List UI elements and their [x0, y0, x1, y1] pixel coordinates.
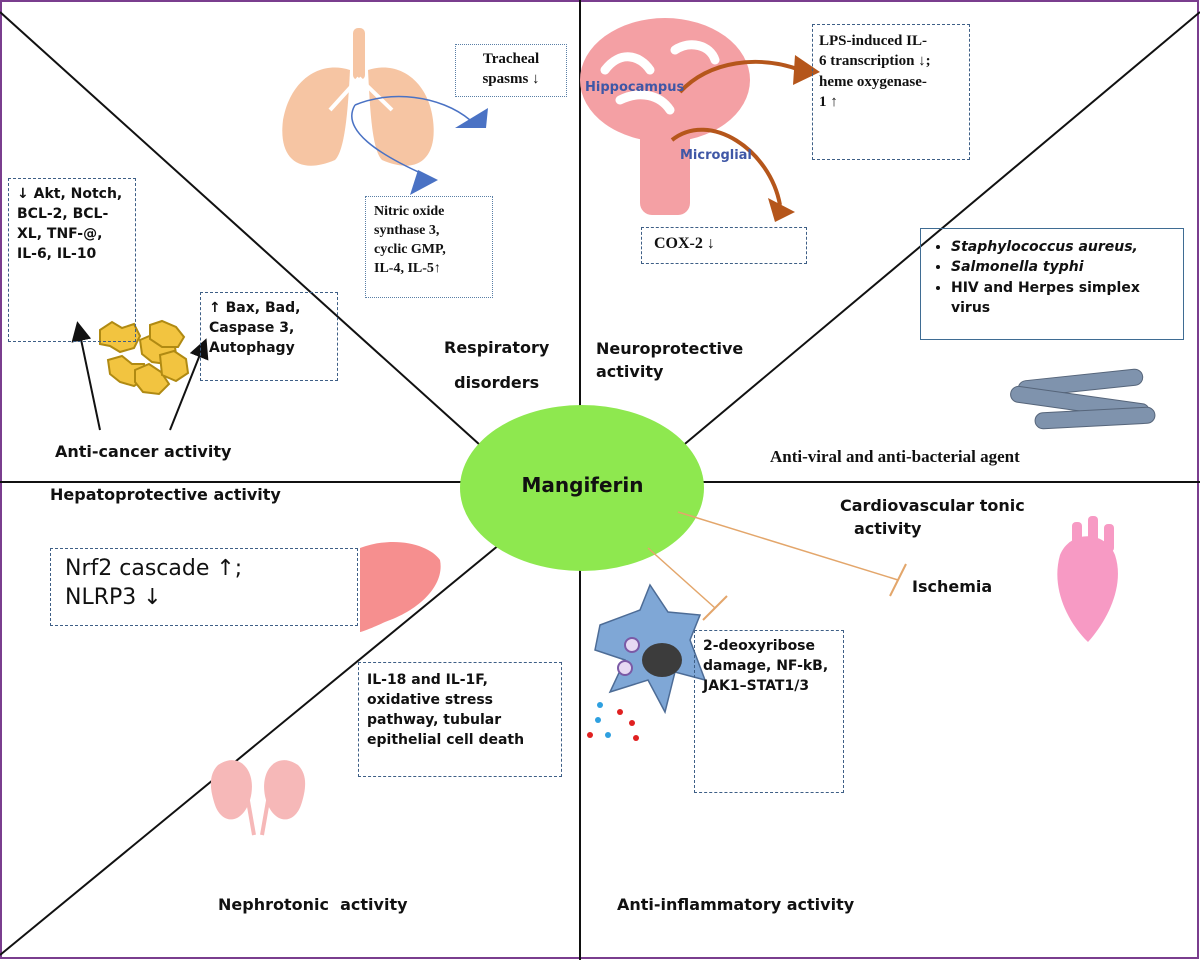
nitric-oxide-box: Nitric oxide synthase 3, cyclic GMP, IL-… — [365, 196, 493, 298]
cytokine-dots — [587, 702, 639, 741]
down-box-line: XL, TNF-@, — [17, 225, 103, 242]
hepatoprotective-box: Nrf2 cascade ↑; NLRP3 ↓ — [50, 548, 358, 626]
nephro-box-line: oxidative stress — [367, 691, 493, 708]
brain-arrow-lower — [670, 127, 782, 206]
nephro-box-line: epithelial cell death — [367, 731, 525, 748]
heart-icon — [1057, 516, 1118, 642]
nephrotonic-box: IL-18 and IL-1F, oxidative stress pathwa… — [358, 662, 562, 777]
bacteria-icon — [1010, 368, 1156, 430]
hepato-box-line: NLRP3 ↓ — [65, 584, 162, 610]
ischemia-label: Ischemia — [912, 577, 993, 596]
inhibit-line-ischemia — [677, 511, 899, 581]
cardiovascular-heading: Cardiovascular tonic activity — [840, 494, 1025, 540]
tracheal-box-line: Tracheal — [482, 51, 540, 67]
anti-cancer-heading: Anti-cancer activity — [55, 442, 232, 461]
lps-box: LPS-induced IL- 6 transcription ↓; heme … — [812, 24, 970, 160]
inflam-box-line: JAK1–STAT1/3 — [703, 677, 810, 694]
antiviral-box: Staphylococcus aureus, Salmonella typhi … — [920, 228, 1184, 340]
cancer-arrow-right — [169, 338, 209, 431]
neuroprotective-heading: Neuroprotective activity — [596, 337, 743, 383]
lps-box-line: 1 ↑ — [819, 93, 838, 110]
neuroprotective-heading-line: Neuroprotective — [596, 339, 744, 358]
tracheal-box: Tracheal spasms ↓ — [455, 44, 567, 97]
tracheal-box-line: spasms ↓ — [482, 71, 540, 88]
cancer-arrow-left — [71, 321, 101, 431]
lps-box-line: LPS-induced IL- — [819, 33, 927, 49]
respiratory-arrowhead-down — [410, 170, 438, 195]
anti-inflammatory-heading: Anti-inflammatory activity — [617, 895, 855, 914]
antiviral-heading: Anti-viral and anti-bacterial agent — [770, 447, 1020, 466]
inhibit-line-inflammation — [647, 547, 716, 609]
nitric-box-line: cyclic GMP, — [374, 241, 446, 257]
up-box-line: ↑ Bax, Bad, — [209, 300, 301, 316]
inhibit-bar-ischemia — [889, 563, 907, 597]
center-ellipse — [460, 405, 704, 571]
anti-cancer-up-box: ↑ Bax, Bad, Caspase 3, Autophagy — [200, 292, 338, 381]
immune-cell-icon — [594, 583, 707, 715]
up-box-line: Caspase 3, — [209, 319, 295, 336]
neuroprotective-heading-line: activity — [596, 362, 664, 382]
brain-icon — [580, 18, 750, 215]
center-label: Mangiferin — [521, 473, 644, 497]
respiratory-arrowhead-up — [455, 108, 488, 128]
nitric-box-line: Nitric oxide — [374, 204, 445, 219]
brain-arrow-upper — [678, 59, 801, 94]
inflam-box-line: 2-deoxyribose — [703, 638, 816, 654]
hepatoprotective-heading: Hepatoprotective activity — [50, 485, 281, 504]
divider-diagonal-top-right — [679, 11, 1200, 449]
nephro-box-line: IL-18 and IL-1F, — [367, 672, 488, 688]
respiratory-heading-line: disorders — [454, 373, 540, 393]
hippocampus-label: Hippocampus — [585, 80, 685, 95]
lps-box-line: 6 transcription ↓; — [819, 53, 931, 70]
divider-diagonal-bottom-left — [0, 539, 506, 956]
brain-arrowhead-lower — [768, 198, 795, 222]
anti-inflammatory-box: 2-deoxyribose damage, NF-kB, JAK1–STAT1/… — [694, 630, 844, 793]
nephro-box-line: pathway, tubular — [367, 711, 502, 728]
up-box-line: Autophagy — [209, 339, 295, 356]
cardio-heading-line: activity — [854, 519, 922, 539]
divider-diagonal-top-left — [0, 11, 481, 446]
liver-icon — [360, 541, 441, 632]
antiviral-list: Staphylococcus aureus, Salmonella typhi … — [929, 237, 1175, 318]
cox2-box: COX-2 ↓ — [641, 227, 807, 264]
lungs-icon — [282, 28, 434, 166]
anti-cancer-down-box: ↓ Akt, Notch, BCL-2, BCL- XL, TNF-@, IL-… — [8, 178, 136, 342]
cancer-cells-icon — [99, 319, 190, 396]
inflam-box-line: damage, NF-kB, — [703, 657, 829, 674]
respiratory-cycle-curve — [351, 95, 471, 176]
nephrotonic-heading: Nephrotonic activity — [218, 895, 408, 914]
cardio-heading-line: Cardiovascular tonic — [840, 496, 1025, 515]
down-box-line: IL-6, IL-10 — [17, 245, 97, 262]
antiviral-item: HIV and Herpes simplex virus — [951, 278, 1175, 319]
respiratory-heading-line: Respiratory — [444, 338, 550, 357]
nitric-box-line: IL-4, IL-5↑ — [374, 260, 441, 276]
microglial-label: Microglial — [680, 148, 752, 163]
hepato-box-line: Nrf2 cascade ↑; — [65, 556, 243, 581]
respiratory-heading: Respiratory disorders — [444, 330, 549, 400]
nitric-box-line: synthase 3, — [374, 222, 440, 238]
down-box-line: BCL-2, BCL- — [17, 205, 109, 222]
brain-arrowhead-upper — [793, 55, 820, 85]
antiviral-item: Salmonella typhi — [951, 257, 1175, 277]
down-box-line: ↓ Akt, Notch, — [17, 186, 123, 202]
antiviral-item: Staphylococcus aureus, — [951, 237, 1175, 257]
lps-box-line: heme oxygenase- — [819, 73, 927, 90]
kidneys-icon — [210, 760, 306, 836]
inhibit-bar-inflammation — [702, 595, 728, 621]
